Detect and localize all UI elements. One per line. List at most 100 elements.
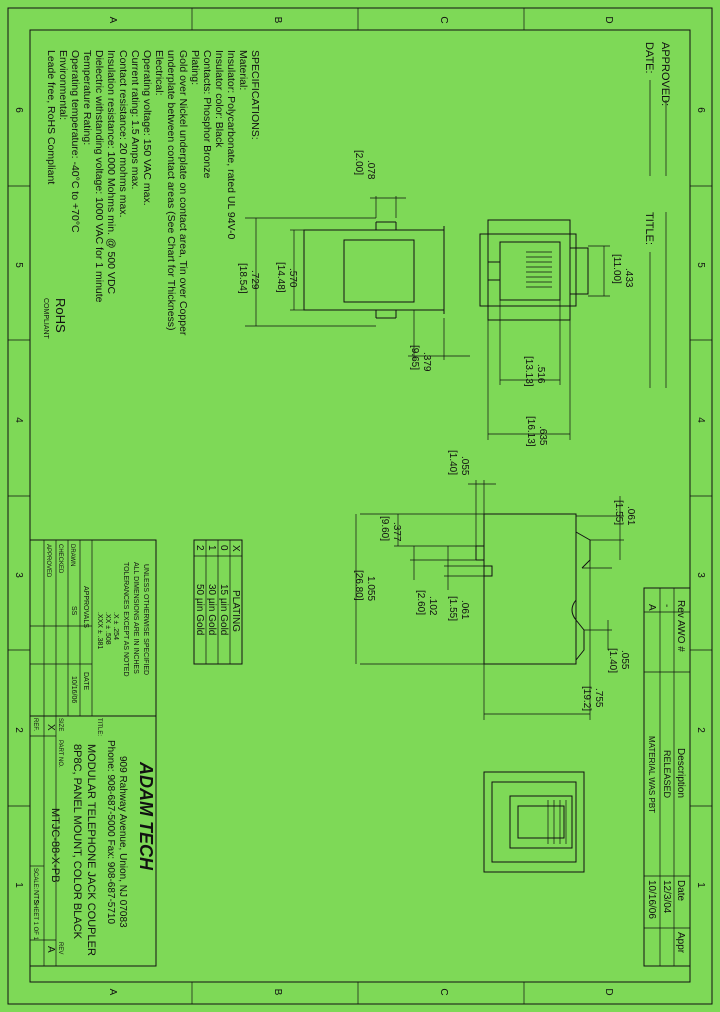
dim-1055: 1.055 xyxy=(365,576,376,601)
company-address: 909 Rahway Avenue, Union, NJ 07083 xyxy=(117,756,128,928)
dim-055b-mm: [1.40] xyxy=(607,648,618,673)
rev-cell: A xyxy=(646,604,657,611)
rev-label: REV xyxy=(57,942,63,954)
dim-433: .433 xyxy=(623,268,634,288)
border-number: 4 xyxy=(695,417,706,423)
end-view xyxy=(479,219,589,321)
dim-516-mm: [13.13] xyxy=(523,356,534,387)
border-number: 1 xyxy=(13,882,24,888)
date-header: Date xyxy=(675,880,686,902)
end-view-dim-labels: .433 [11.00] .516 [13.13] .635 [16.13] xyxy=(523,254,634,447)
rev-header: Rev xyxy=(675,600,686,618)
drawing-title-line1: MODULAR TELEPHONE JACK COUPLER xyxy=(85,744,97,956)
dim-379: .379 xyxy=(421,352,432,372)
plating-cell: 30 µin Gold xyxy=(206,584,217,635)
awo-header: AWO # xyxy=(675,620,686,652)
dim-570-mm: [14.48] xyxy=(275,262,286,293)
rev-desc-cell: MATERIAL WAS PBT xyxy=(647,736,656,813)
size-value: X xyxy=(45,724,56,731)
plating-cell: 15 µin Gold xyxy=(218,584,229,635)
tolerance-line: TOLERANCES EXCEPT AS NOTED xyxy=(122,562,129,677)
tolerance-line: .XXX ± .381 xyxy=(96,612,103,649)
spec-line: Gold over Nickel underplate on contact a… xyxy=(177,50,189,336)
dim-377: .377 xyxy=(391,522,402,542)
drawn-by: SS xyxy=(70,606,77,616)
title-label: TITLE: xyxy=(96,718,102,736)
dim-102-mm: [2.60] xyxy=(415,590,426,615)
dim-755: .755 xyxy=(593,688,604,708)
border-ticks xyxy=(8,8,712,1004)
border-number: 6 xyxy=(13,107,24,113)
company-name: ADAM TECH xyxy=(136,761,156,871)
spec-line: Operating voltage: 150 VAC max. xyxy=(141,50,153,206)
dim-379-mm: [9.65] xyxy=(409,345,420,370)
dim-729: .729 xyxy=(249,270,260,290)
border-letter: C xyxy=(438,988,449,995)
plating-cell: 0 xyxy=(218,545,229,551)
dim-055a-mm: [1.40] xyxy=(447,450,458,475)
dim-061a: .061 xyxy=(459,600,470,620)
plating-cell: 2 xyxy=(194,545,205,551)
border-letter: D xyxy=(603,16,614,23)
border-letter: B xyxy=(272,989,283,996)
dim-1055-mm: [26.80] xyxy=(353,570,364,601)
drawn-label: DRAWN xyxy=(69,544,75,566)
rev-cell: - xyxy=(661,604,672,607)
border-number: 6 xyxy=(695,107,706,113)
border-number: 2 xyxy=(695,727,706,733)
border-number: 3 xyxy=(13,572,24,578)
spec-line: underplate between contact areas (See Ch… xyxy=(165,50,177,331)
spec-line: Plating: xyxy=(189,50,201,85)
rev-desc-cell: RELEASED xyxy=(662,750,672,799)
spec-heading: SPECIFICATIONS: xyxy=(249,50,261,140)
outer-border xyxy=(7,7,713,1005)
dim-755-mm: [19.2] xyxy=(581,686,592,711)
spec-line: Environmental: xyxy=(57,50,69,120)
revision-block: Rev AWO # Description Date Appr - RELEAS… xyxy=(643,587,691,967)
border-letter: D xyxy=(603,988,614,995)
specifications: SPECIFICATIONS: Material: Insulator: Pol… xyxy=(42,50,261,340)
approvals-header: APPROVALS xyxy=(82,586,89,628)
approved-label: APPROVED: xyxy=(659,42,671,106)
plating-header: PLATING xyxy=(230,590,241,632)
appr-header: Appr xyxy=(675,932,686,954)
dim-729-mm: [18.54] xyxy=(237,263,248,294)
border-letter: A xyxy=(107,17,118,24)
inner-border xyxy=(29,29,691,983)
dim-433-mm: [11.00] xyxy=(611,254,622,284)
spec-line: Dielectric withstanding voltage: 1000 VA… xyxy=(93,50,105,303)
tolerance-block: UNLESS OTHERWISE SPECIFIED ALL DIMENSION… xyxy=(29,539,157,717)
border-number: 4 xyxy=(13,417,24,423)
spec-line: Insulator: Polycarbonate, rated UL 94V-0 xyxy=(225,50,237,239)
dim-635: .635 xyxy=(537,426,548,446)
spec-line: Operating temperature: -40°C to +70°C xyxy=(69,50,81,233)
dim-516: .516 xyxy=(535,364,546,384)
spec-line: Current rating: 1.5 Amps max. xyxy=(129,50,141,189)
end-view-contacts xyxy=(526,251,552,288)
rev-date-cell: 12/3/04 xyxy=(661,880,672,914)
dim-570: .570 xyxy=(287,268,298,288)
title-label: TITLE: xyxy=(643,212,655,245)
border-letter: B xyxy=(272,17,283,24)
dim-102: .102 xyxy=(427,596,438,616)
top-view xyxy=(475,513,591,665)
drawn-date: 10/16/06 xyxy=(70,676,77,703)
dim-078-mm: [2.00] xyxy=(353,150,364,175)
approvals-date-header: DATE xyxy=(82,672,89,690)
spec-line: Temperature Rating: xyxy=(81,50,93,145)
plating-cell: 1 xyxy=(206,545,217,551)
spec-line: Material: xyxy=(237,50,249,90)
rev-value: A xyxy=(45,946,56,953)
date-label: DATE: xyxy=(643,42,655,74)
border-letter: C xyxy=(438,16,449,23)
spec-line: Contacts: Phosphor Bronze xyxy=(201,50,213,179)
size-label: SIZE xyxy=(57,718,63,731)
plating-table: X PLATING 0 15 µin Gold 1 30 µin Gold 2 … xyxy=(193,539,243,665)
tolerance-line: ALL DIMENSIONS ARE IN INCHES xyxy=(132,562,139,674)
rev-date-cell: 10/16/06 xyxy=(646,880,657,919)
front-view-contacts xyxy=(547,800,567,844)
side-view-dimensions xyxy=(245,196,470,360)
ref-label: REF. xyxy=(32,718,38,731)
